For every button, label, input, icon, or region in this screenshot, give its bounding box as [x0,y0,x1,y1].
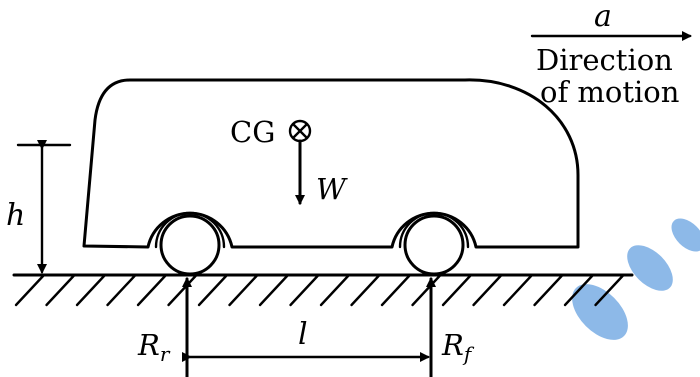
hatch-line [45,273,76,307]
watermark [572,218,700,340]
rear-wheel [159,214,221,276]
front-reaction-label: Rf [441,328,475,366]
weight-label: W [316,172,348,206]
cg-label: CG [230,115,275,149]
hatch-line [380,273,412,307]
ground-hatching [14,273,625,307]
rear-reaction-label: Rr [137,328,171,366]
hatch-line [228,273,259,307]
acceleration-label: a [594,0,612,34]
direction-label-line2: of motion [540,75,679,109]
hatch-line [197,273,229,307]
cg-symbol [288,119,312,143]
hatch-line [533,273,564,307]
hatch-line [472,273,503,307]
direction-label-line1: Direction [536,43,673,77]
hatch-line [258,273,290,307]
front-wheel [403,214,465,276]
hatch-line [75,273,107,307]
height-label: h [6,198,25,233]
hatch-line [14,273,46,307]
front-wheel-arch [398,211,470,249]
hatch-line [441,273,473,307]
hatch-line [319,273,351,307]
rear-wheel-arch [154,211,226,249]
car-body [82,78,580,249]
hatch-line [563,273,595,307]
hatch-line [411,273,442,307]
height-dimension [16,140,72,274]
hatch-line [350,273,381,307]
hatch-line [502,273,534,307]
hatch-line [289,273,320,307]
hatch-line [106,273,137,307]
hatch-line [136,273,168,307]
wheelbase-label: l [298,317,308,352]
hatch-line [167,273,198,307]
hatch-line [594,273,625,307]
